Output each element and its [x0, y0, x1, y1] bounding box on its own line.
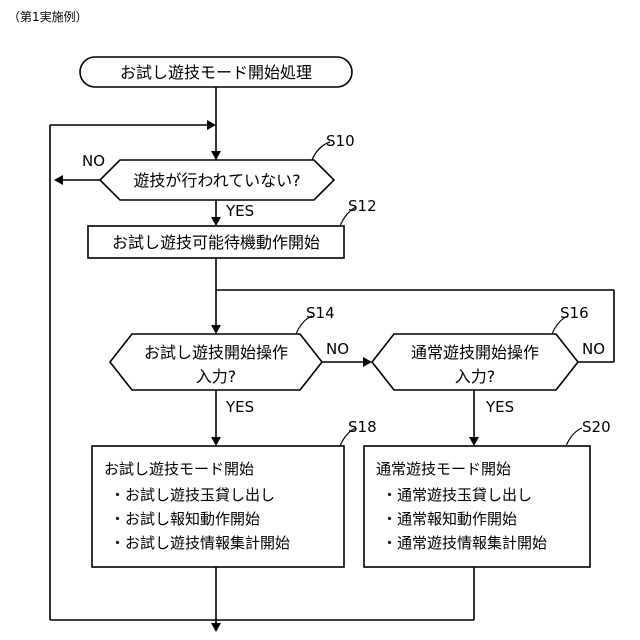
step-id-s18: S18 — [348, 418, 377, 436]
arrowhead — [211, 217, 221, 226]
s14-yes-label: YES — [225, 398, 254, 416]
decision-s10-label: 遊技が行われていない? — [133, 171, 300, 190]
decision-s14-line1: お試し遊技開始操作 — [144, 343, 288, 362]
process-s18: お試し遊技モード開始 ・お試し遊技玉貸し出し ・お試し報知動作開始 ・お試し遊技… — [92, 418, 377, 567]
arrowhead — [207, 120, 216, 130]
step-id-s16: S16 — [560, 304, 589, 322]
process-s12-label: お試し遊技可能待機動作開始 — [112, 233, 320, 252]
process-s20: 通常遊技モード開始 ・通常遊技玉貸し出し ・通常報知動作開始 ・通常遊技情報集計… — [364, 418, 611, 567]
process-s18-item: ・お試し遊技玉貸し出し — [110, 486, 275, 504]
decision-s16-line2: 入力? — [455, 367, 496, 386]
arrowhead — [54, 175, 63, 185]
start-terminal-label: お試し遊技モード開始処理 — [120, 63, 312, 82]
s10-yes-label: YES — [225, 202, 254, 220]
arrowhead — [211, 623, 221, 632]
s10-no-label: NO — [82, 152, 105, 170]
figure-caption: （第1実施例） — [8, 9, 88, 24]
arrowhead — [469, 437, 479, 446]
process-s20-item: ・通常遊技情報集計開始 — [382, 534, 547, 552]
arrowhead — [363, 357, 372, 367]
step-id-s12: S12 — [348, 197, 377, 215]
process-s20-item: ・通常遊技玉貸し出し — [382, 486, 532, 504]
s16-no-label: NO — [582, 340, 605, 358]
decision-s16: 通常遊技開始操作 入力? S16 NO YES — [372, 304, 605, 416]
step-id-s10: S10 — [326, 132, 355, 150]
s16-yes-label: YES — [485, 398, 514, 416]
process-s18-title: お試し遊技モード開始 — [104, 460, 254, 478]
decision-s14: お試し遊技開始操作 入力? S14 NO YES — [110, 304, 349, 416]
step-id-s14: S14 — [306, 304, 335, 322]
process-s20-item: ・通常報知動作開始 — [382, 510, 517, 528]
arrowhead — [211, 437, 221, 446]
decision-s16-line1: 通常遊技開始操作 — [411, 343, 539, 362]
step-id-s20: S20 — [582, 418, 611, 436]
decision-s10: 遊技が行われていない? S10 NO YES — [82, 132, 355, 220]
arrowhead — [211, 151, 221, 160]
process-s20-title: 通常遊技モード開始 — [376, 460, 511, 478]
arrowhead — [211, 325, 221, 334]
decision-s14-line2: 入力? — [196, 367, 237, 386]
process-s18-item: ・お試し遊技情報集計開始 — [110, 534, 290, 552]
process-s18-item: ・お試し報知動作開始 — [110, 510, 260, 528]
start-terminal: お試し遊技モード開始処理 — [80, 57, 352, 87]
s14-no-label: NO — [326, 340, 349, 358]
